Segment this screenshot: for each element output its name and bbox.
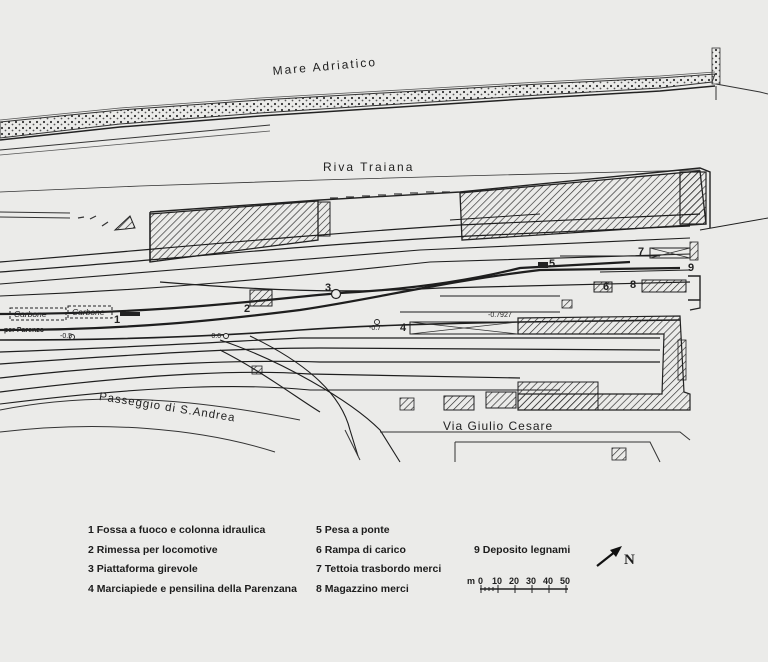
legend-item: 3 Piattaforma girevole — [88, 563, 198, 575]
legend-item: 7 Tettoia trasbordo merci — [316, 563, 442, 575]
coal-label-2: Carbone — [72, 307, 105, 317]
level-label: -0.7 — [369, 325, 382, 332]
locomotive-shed — [249, 289, 273, 307]
scale-tick-label: 10 — [492, 576, 503, 586]
level-label: -0.5 — [60, 333, 73, 340]
legend-column-3: 9 Deposito legnami — [474, 544, 570, 564]
legend-item: 5 Pesa a ponte — [316, 524, 390, 536]
promenade-road — [0, 398, 301, 453]
legend-column-1: 1 Fossa a fuoco e colonna idraulica 2 Ri… — [88, 524, 297, 602]
map-number-6: 6 — [603, 281, 610, 293]
scale-tick-label: 40 — [543, 576, 554, 586]
level-label: -0.6 — [209, 333, 222, 340]
legend-item: 9 Deposito legnami — [474, 544, 571, 556]
scale-bar — [480, 585, 568, 593]
railway-tracks — [0, 213, 768, 463]
small-gate-block — [317, 201, 331, 237]
map-number-7: 7 — [638, 246, 645, 258]
street-label: Via Giulio Cesare — [443, 419, 554, 433]
coal-label-1: Carbone — [14, 309, 47, 319]
scale-tick-label: 50 — [560, 576, 571, 586]
map-number-9: 9 — [688, 262, 695, 274]
goods-warehouse — [641, 279, 687, 293]
scale-tick-label: 0 — [478, 576, 484, 586]
north-arrow-icon — [596, 546, 622, 567]
map-number-8: 8 — [630, 279, 637, 291]
loading-ramp — [593, 281, 613, 293]
scale-unit: m — [467, 576, 476, 586]
pier — [711, 47, 768, 100]
platform-parenzana — [409, 315, 691, 411]
turntable — [330, 288, 342, 300]
scale-tick-label: 20 — [509, 576, 520, 586]
legend-item: 6 Rampa di carico — [316, 543, 406, 556]
legend-item: 1 Fossa a fuoco e colonna idraulica — [88, 524, 266, 536]
level-label: -0.7927 — [488, 312, 512, 319]
to-parenzo-label: per Parenzo — [4, 327, 45, 334]
legend-item: 8 Magazzino merci — [316, 582, 409, 595]
legend-column-2: 5 Pesa a ponte 6 Rampa di carico 7 Tetto… — [316, 524, 441, 602]
quay-label: Riva Traiana — [323, 160, 415, 174]
warehouse-left — [149, 200, 319, 263]
map-number-4: 4 — [400, 322, 407, 334]
via-giulio-cesare-road — [344, 429, 691, 463]
map-number-2: 2 — [244, 303, 251, 315]
legend-item: 2 Rimessa per locomotive — [88, 543, 218, 556]
map-number-1: 1 — [114, 314, 121, 326]
warehouse-right — [459, 170, 707, 241]
scale-tick-label: 30 — [526, 576, 537, 586]
map-number-5: 5 — [549, 258, 556, 270]
timber-depot — [689, 241, 699, 261]
sea-wall — [0, 71, 716, 156]
north-label: N — [624, 552, 635, 568]
map-number-3: 3 — [325, 282, 332, 294]
legend-item: 4 Marciapiede e pensilina della Parenzan… — [88, 582, 297, 595]
weighbridge — [538, 262, 548, 268]
